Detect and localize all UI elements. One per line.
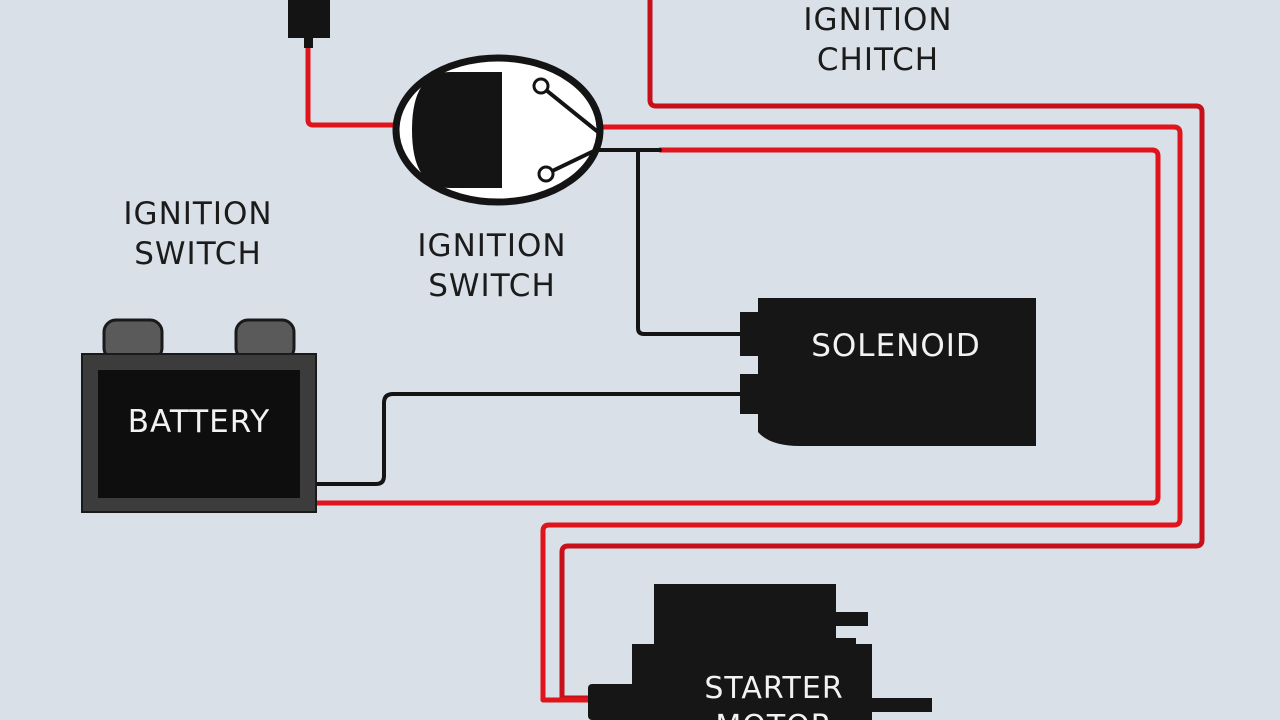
starter-motor-label-line2: MOTOR — [654, 708, 894, 720]
wire-top-connector-to-switch — [305, 33, 401, 128]
label-ignition-switch-left-line1: IGNITION — [123, 196, 273, 232]
starter-motor-shaft — [870, 698, 932, 712]
ignition-switch-terminal-upper — [532, 77, 550, 95]
battery — [81, 318, 317, 513]
starter-motor-tab-lower — [834, 638, 856, 648]
battery-face — [98, 370, 300, 498]
top-connector-pin — [304, 36, 313, 48]
solenoid — [740, 298, 1036, 446]
starter-motor-label: STARTER MOTOR — [654, 670, 894, 720]
starter-motor-housing — [632, 644, 872, 720]
solenoid-terminal-lower — [740, 374, 762, 414]
label-ignition-switch-left-line2: SWITCH — [134, 236, 262, 273]
battery-label: BATTERY — [127, 404, 271, 440]
solenoid-body — [758, 298, 1036, 446]
starter-motor-label-line1: STARTER — [704, 671, 844, 706]
top-connector — [288, 0, 330, 38]
solenoid-label: SOLENOID — [811, 328, 981, 364]
ignition-switch-terminal-lower — [537, 165, 555, 183]
wire-switch-to-starter — [540, 124, 1183, 703]
ignition-switch-key-face — [412, 72, 502, 188]
starter-motor-tab-upper — [834, 612, 868, 626]
label-ignition-switch-center-line1: IGNITION — [417, 228, 567, 264]
starter-motor-terminal — [588, 684, 636, 720]
wire-switch-to-battery — [313, 147, 1161, 506]
label-ignition-switch-center-line2: SWITCH — [428, 268, 556, 305]
label-ignition-top-right-line1: IGNITION — [803, 2, 953, 38]
ignition-switch — [392, 54, 604, 206]
label-ignition-switch-center: IGNITION SWITCH — [394, 226, 590, 307]
ignition-switch-contact-upper — [539, 84, 600, 134]
wire-outer-loop — [559, 0, 1205, 701]
wires — [305, 0, 1205, 703]
ignition-switch-contact-lower — [545, 146, 601, 176]
starter-motor — [588, 584, 932, 720]
solenoid-terminal-upper — [740, 312, 762, 356]
wire-switch-to-solenoid — [588, 148, 744, 336]
wire-battery-to-solenoid — [314, 392, 744, 486]
label-ignition-top-right-line2: CHITCH — [816, 42, 940, 79]
label-ignition-switch-left: IGNITION SWITCH — [100, 194, 296, 275]
label-ignition-top-right: IGNITION CHITCH — [780, 0, 976, 81]
